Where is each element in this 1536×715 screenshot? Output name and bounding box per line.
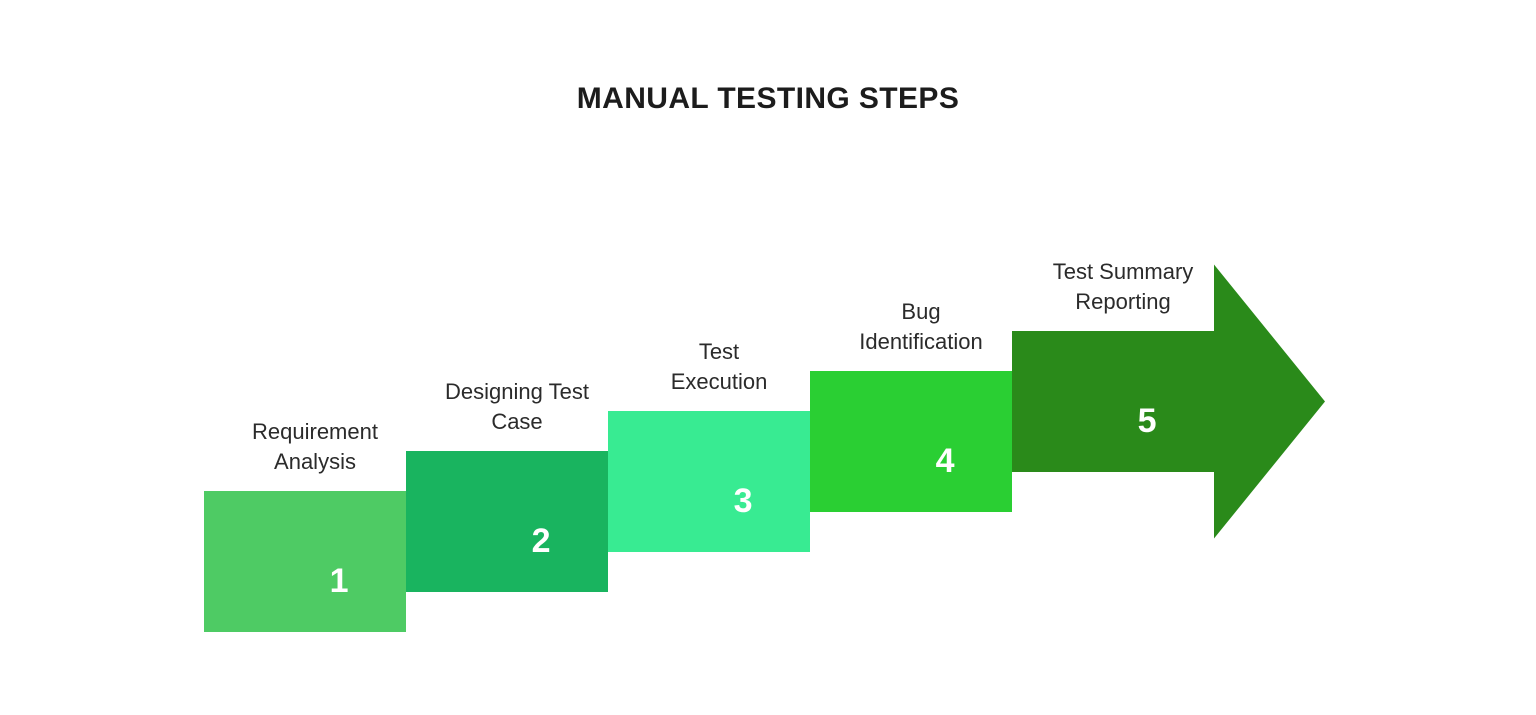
- step-label-4: Bug Identification: [859, 299, 983, 354]
- step-number-1: 1: [329, 561, 349, 600]
- step-label-5: Test Summary Reporting: [1052, 259, 1194, 314]
- step-block-4[interactable]: [810, 371, 1012, 512]
- step-blocks-layer: [204, 264, 1325, 632]
- step-label-3: Test Execution: [670, 339, 768, 394]
- step-number-3: 3: [733, 481, 753, 520]
- step-label-1: Requirement Analysis: [252, 419, 378, 474]
- step-number-2: 2: [531, 521, 551, 560]
- step-number-5: 5: [1137, 401, 1157, 440]
- step-label-2: Designing Test Case: [445, 379, 589, 434]
- step-block-3[interactable]: [608, 411, 810, 552]
- step-number-4: 4: [935, 441, 955, 480]
- step-block-2[interactable]: [406, 451, 608, 592]
- step-block-1[interactable]: [204, 491, 406, 632]
- step-block-arrow-5[interactable]: [1012, 264, 1325, 539]
- page-title: MANUAL TESTING STEPS: [576, 82, 960, 115]
